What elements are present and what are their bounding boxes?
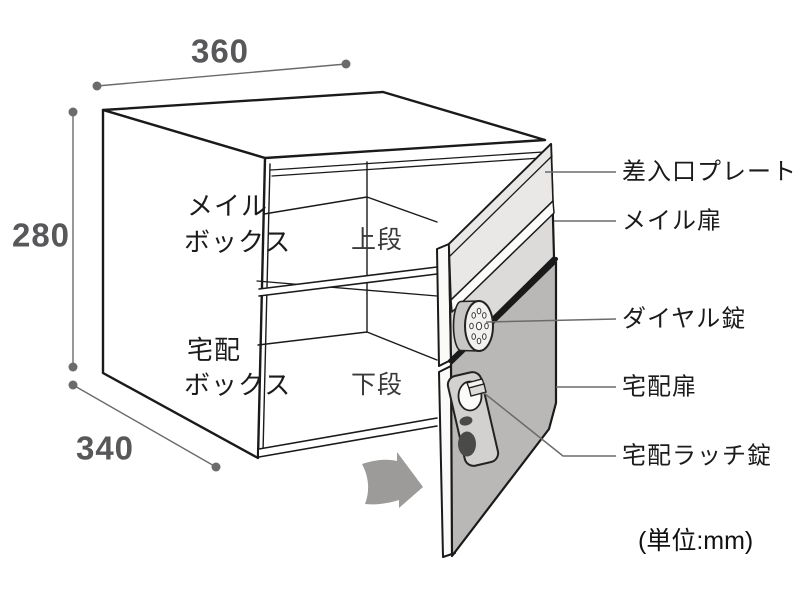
- interior-labels: メイル ボックス 上段 宅配 ボックス 下段: [184, 191, 403, 400]
- door-panel: [436, 142, 558, 558]
- delivery-box-label-line1: 宅配: [187, 335, 241, 365]
- delivery-box-label-line2: ボックス: [184, 370, 291, 400]
- frame-inner-top-lines: [270, 151, 544, 177]
- latch-keyhole: [458, 431, 476, 457]
- interior-upper-compartment: [256, 161, 438, 333]
- dimension-280: 280: [12, 107, 78, 372]
- callout-latch-lock: 宅配ラッチ錠: [622, 443, 772, 470]
- callout-dial-lock: ダイヤル錠: [622, 306, 746, 333]
- leader-latch-lock: [483, 392, 616, 457]
- upper-tier-label: 上段: [351, 226, 403, 254]
- callout-delivery-door: 宅配扉: [622, 374, 697, 401]
- lower-tier-label: 下段: [351, 371, 403, 399]
- box-left-face: [101, 108, 267, 460]
- leader-dial-lock: [485, 318, 617, 323]
- latch-knob-front: [468, 383, 487, 397]
- shelf-back-junction: [256, 280, 438, 297]
- dimension-340: 340: [68, 380, 221, 472]
- dimension-360: 360: [92, 33, 351, 91]
- latch-lock: [446, 371, 500, 467]
- mail-slot-opening: [450, 200, 555, 313]
- latch-slot: [459, 416, 473, 426]
- upper-ceiling-lines: [263, 196, 438, 223]
- middle-shelf: [258, 266, 438, 297]
- mail-box-label-line2: ボックス: [184, 227, 291, 257]
- interior-lower-compartment: [257, 331, 438, 361]
- mail-box-label-line1: メイル: [187, 191, 268, 221]
- slot-plate-bevel-line: [449, 155, 553, 257]
- bottom-opening-edge: [258, 417, 438, 458]
- unit-note: (単位:mm): [638, 527, 753, 555]
- open-direction-arrow-icon: [362, 452, 423, 508]
- dial-holes: [469, 307, 489, 345]
- callout-slot-plate: 差入口プレート: [622, 159, 797, 186]
- callout-labels: 差入口プレート メイル扉 ダイヤル錠 宅配扉 宅配ラッチ錠: [622, 159, 797, 470]
- frame-inner-left-line: [262, 163, 271, 453]
- callout-mail-door: メイル扉: [622, 208, 722, 235]
- dimension-depth-value: 340: [76, 430, 134, 467]
- dimension-height-value: 280: [12, 217, 70, 254]
- box-wireframe: [101, 90, 547, 460]
- callout-leader-lines: [483, 171, 617, 457]
- dial-lock: [452, 300, 494, 352]
- lower-floor-junction-lines: [257, 331, 438, 361]
- dimension-width-value: 360: [191, 33, 249, 70]
